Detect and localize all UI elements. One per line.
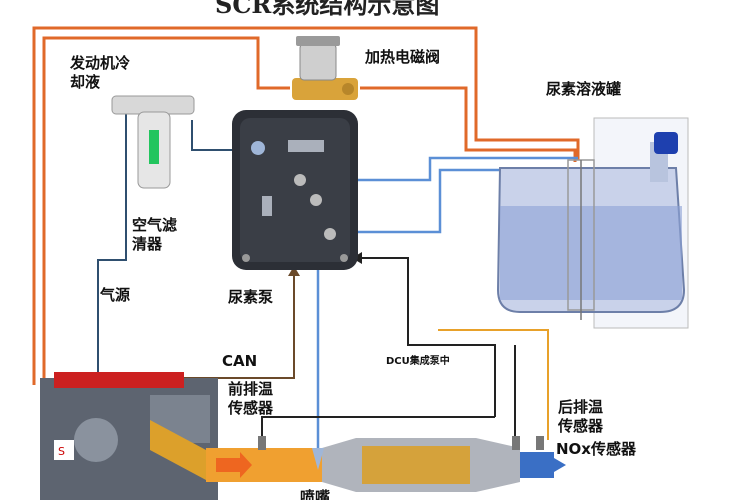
coolant-lines [32, 26, 580, 385]
front-temp-sensor-label-line1: 前排温 [228, 380, 274, 398]
dcu-label: DCU集成泵中 [386, 356, 450, 367]
engine: S [40, 372, 218, 500]
urea-tank-label: 尿素溶液罐 [546, 80, 622, 98]
urea-pump-label: 尿素泵 [228, 288, 274, 306]
rear-sensor-signal [438, 329, 549, 440]
rear-temp-sensor-label-line2: 传感器 [558, 417, 604, 435]
air-filter-label-line2: 清器 [132, 235, 163, 253]
coolant-label-line2: 却液 [70, 73, 101, 91]
can-arrowhead [288, 266, 300, 276]
nozzle-label: 喷嘴 [300, 488, 331, 500]
heater-valve [292, 36, 358, 100]
coolant-label: 发动机冷 却液 [70, 54, 130, 92]
air-filter [111, 95, 195, 189]
rear-temp-sensor-label-line1: 后排温 [558, 398, 604, 416]
nox-sensor-label: NOx传感器 [556, 440, 636, 458]
rear-temp-sensor-label: 后排温 传感器 [558, 398, 603, 436]
front-temp-sensor-label-line2: 传感器 [228, 399, 274, 417]
front-temp-sensor-label: 前排温 传感器 [228, 380, 273, 418]
urea-tank [496, 117, 689, 329]
diagram-title: SCR系统结构示意图 [215, 0, 440, 19]
signal-lines [261, 257, 516, 440]
air-source-label: 气源 [100, 286, 131, 304]
air-filter-label-line1: 空气滤 [132, 216, 178, 234]
urea-pump [232, 110, 358, 270]
coolant-label-line1: 发动机冷 [70, 54, 131, 72]
can-label: CAN [222, 352, 258, 370]
exhaust-pipe [150, 420, 566, 492]
air-filter-label: 空气滤 清器 [132, 216, 177, 254]
heater-valve-label: 加热电磁阀 [365, 48, 441, 66]
svg-text:S: S [58, 445, 65, 458]
